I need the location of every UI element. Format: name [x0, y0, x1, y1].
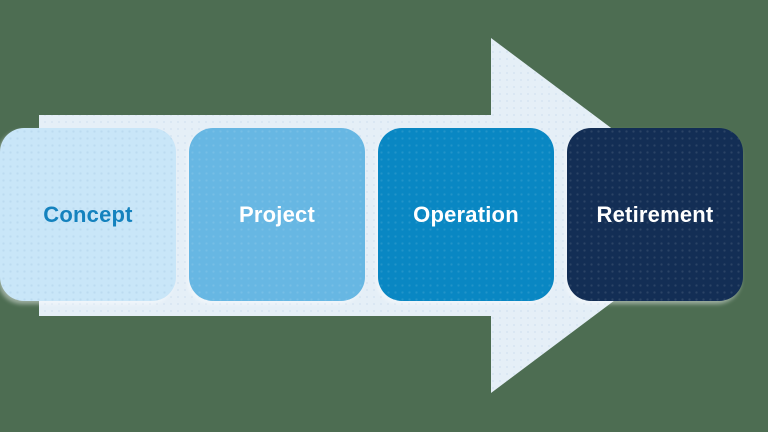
stage-label-operation: Operation	[413, 201, 519, 227]
stage-box-operation: Operation	[378, 128, 554, 301]
stage-label-project: Project	[239, 201, 315, 227]
stage-box-retirement: Retirement	[567, 128, 743, 301]
stage-box-project: Project	[189, 128, 365, 301]
stage-label-retirement: Retirement	[596, 201, 714, 227]
stage-box-concept: Concept	[0, 128, 176, 301]
stage-label-concept: Concept	[43, 201, 133, 227]
